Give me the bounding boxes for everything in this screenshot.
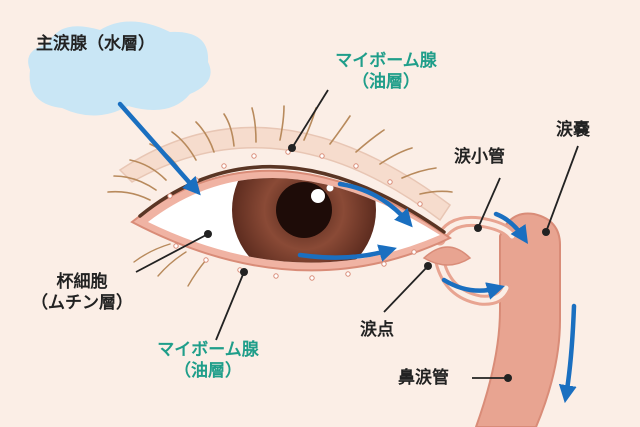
leader-dots [204,144,550,382]
label-main-lacrimal-gland: 主涙腺（水層） [36,34,155,54]
pupil [276,182,332,238]
meibomian-dots [167,149,423,281]
label-meibomian-upper-name: マイボーム腺 [335,51,437,71]
label-meibomian-lower-name: マイボーム腺 [157,340,259,360]
label-goblet-cells: 杯細胞 （ムチン層） [26,272,138,314]
lacrimal-gland-cloud [28,21,211,116]
label-punctum: 涙点 [360,320,394,340]
eye-highlight-small [326,184,334,192]
label-goblet-cells-layer: （ムチン層） [31,293,133,313]
upper-lid-line [138,164,446,234]
label-goblet-cells-name: 杯細胞 [56,272,108,292]
label-meibomian-upper-layer: （油層） [352,72,420,92]
leader-lines [135,89,579,379]
eye-highlight-large [311,189,325,203]
tear-flow-arrows [117,101,577,404]
label-meibomian-lower-layer: （油層） [174,361,242,381]
label-lacrimal-sac: 涙嚢 [556,120,590,140]
upper-eyelid-fold [118,126,452,222]
label-canaliculus: 涙小管 [454,147,505,167]
nasolacrimal-duct-shape [474,212,561,427]
label-meibomian-lower: マイボーム腺 （油層） [140,340,276,382]
label-nasolacrimal-duct: 鼻涙管 [398,368,449,388]
label-meibomian-upper: マイボーム腺 （油層） [318,51,454,93]
punctum-shape [422,246,472,266]
